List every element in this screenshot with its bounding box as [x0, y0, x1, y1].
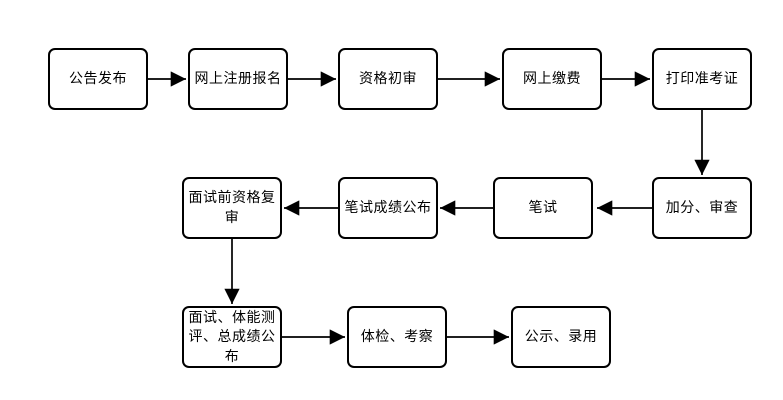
node-label: 公示、录用 [524, 328, 598, 345]
node-label: 体检、考察 [360, 328, 434, 345]
node-label: 加分、审查 [665, 199, 739, 216]
node-online-registration: 网上注册报名 [188, 48, 288, 110]
node-label: 面试前资格复 审 [188, 189, 276, 225]
node-label: 公告发布 [69, 70, 127, 87]
node-interview-fitness-total-results: 面试、体能测 评、总成绩公 布 [182, 306, 282, 368]
node-label: 网上缴费 [523, 70, 581, 87]
node-label: 面试、体能测 评、总成绩公 布 [188, 308, 276, 364]
node-announcement-release: 公告发布 [48, 48, 148, 110]
node-bonus-points-review: 加分、审查 [652, 177, 752, 239]
node-label: 笔试 [528, 199, 558, 216]
node-medical-exam-inspection: 体检、考察 [347, 306, 447, 368]
node-pre-interview-qualification-recheck: 面试前资格复 审 [182, 177, 282, 239]
node-label: 笔试成绩公布 [344, 199, 432, 216]
node-label: 打印准考证 [665, 70, 739, 87]
node-written-exam: 笔试 [493, 177, 593, 239]
node-label: 网上注册报名 [194, 70, 282, 87]
node-online-payment: 网上缴费 [502, 48, 602, 110]
node-print-admission-ticket: 打印准考证 [652, 48, 752, 110]
node-qualification-initial-review: 资格初审 [338, 48, 438, 110]
node-publicity-employment: 公示、录用 [511, 306, 611, 368]
node-label: 资格初审 [359, 70, 417, 87]
node-written-exam-results-announcement: 笔试成绩公布 [338, 177, 438, 239]
